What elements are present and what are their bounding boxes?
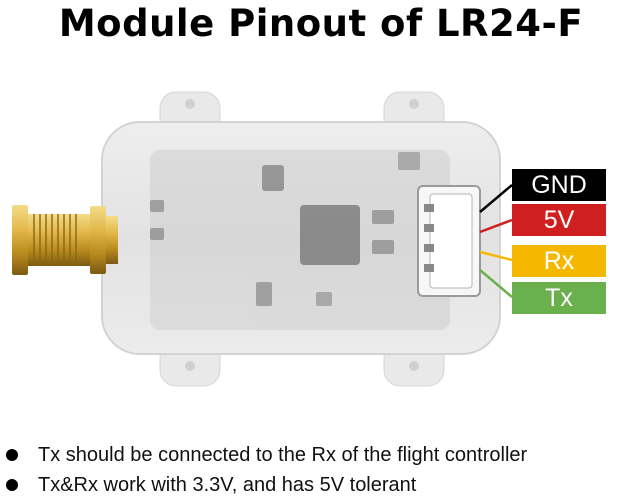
list-item: Tx&Rx work with 3.3V, and has 5V toleran… (4, 470, 640, 500)
list-item: Tx should be connected to the Rx of the … (4, 440, 640, 470)
pin-wires (479, 184, 513, 298)
wire-rx (479, 250, 513, 262)
sma-antenna-connector (12, 205, 118, 275)
notes-list: Tx should be connected to the Rx of the … (4, 440, 640, 500)
pin-label-gnd: GND (512, 169, 606, 201)
bullet-icon (6, 449, 18, 461)
note-text: Tx&Rx work with 3.3V, and has 5V toleran… (38, 474, 417, 496)
pcb-components (150, 150, 450, 330)
wire-tx (479, 269, 513, 298)
note-text: Tx should be connected to the Rx of the … (38, 444, 528, 466)
page-title: Module Pinout of LR24-F (58, 2, 584, 45)
bullet-icon (6, 479, 18, 491)
wire-gnd (479, 184, 513, 213)
wire-5v (479, 218, 513, 234)
pin-label-rx: Rx (512, 245, 606, 277)
pin-label-tx: Tx (512, 282, 606, 314)
pin-connector (417, 185, 481, 297)
pin-label-5v: 5V (512, 204, 606, 236)
